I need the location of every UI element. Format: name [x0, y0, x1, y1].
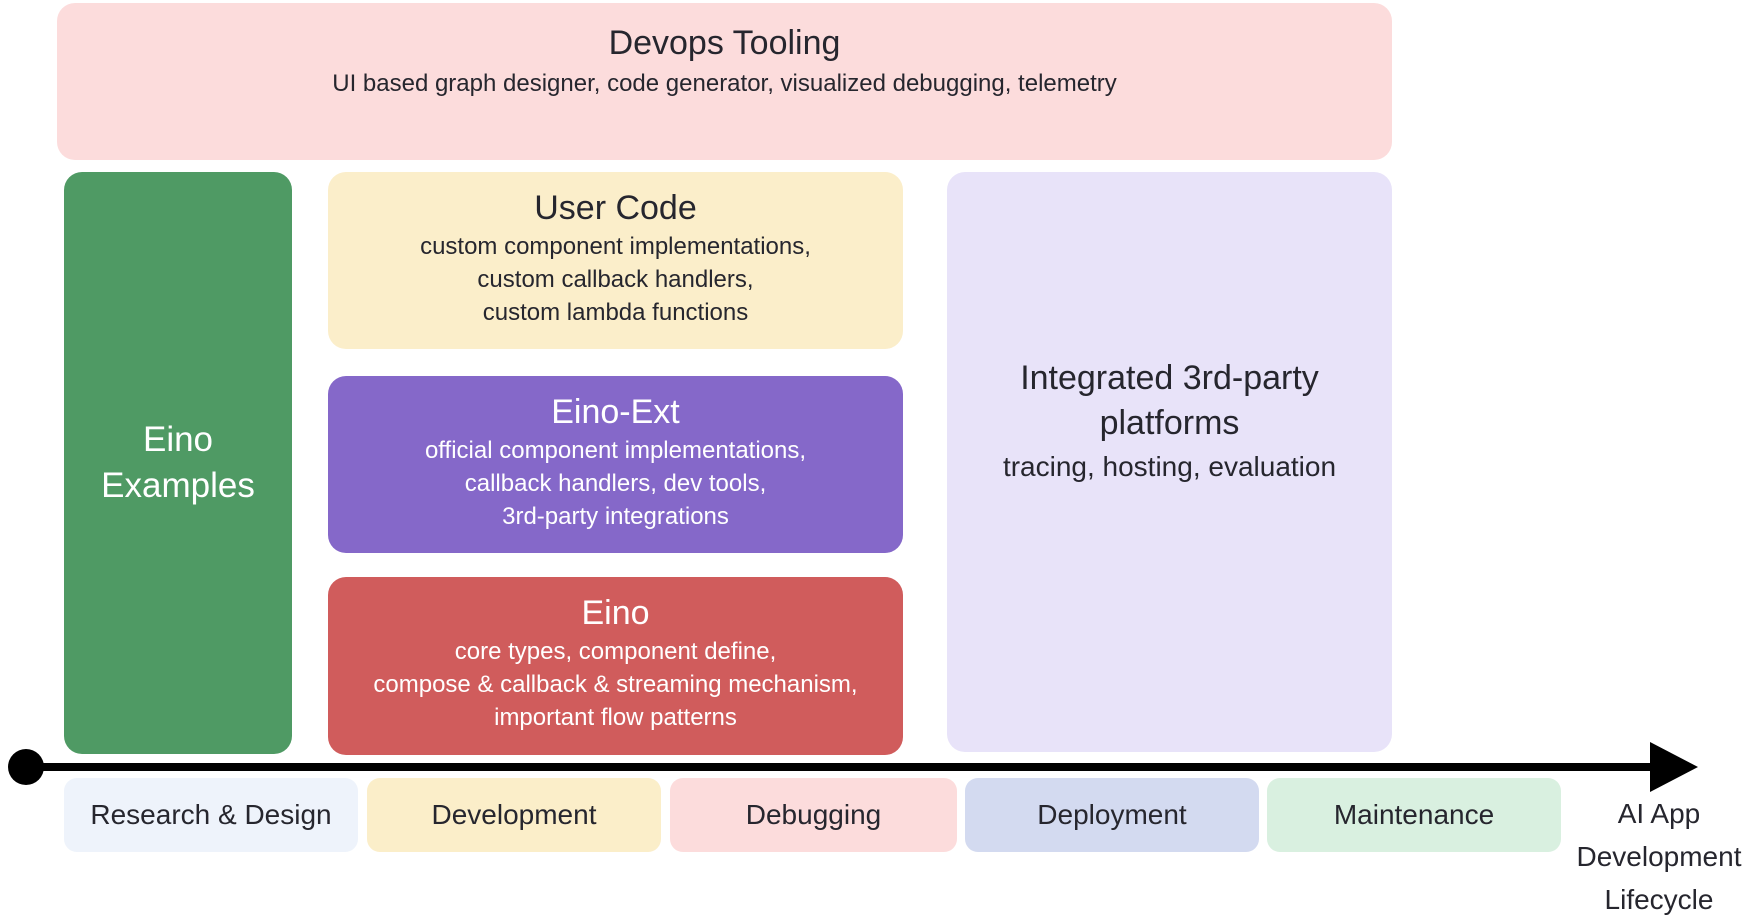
stage-development: Development — [367, 778, 661, 852]
third-party-title-line-1: Integrated 3rd-party — [1020, 359, 1319, 397]
devops-tooling-box: Devops Tooling UI based graph designer, … — [57, 3, 1392, 160]
eino-core-box: Eino core types, component define, compo… — [328, 577, 903, 755]
eino-core-line-2: compose & callback & streaming mechanism… — [373, 671, 858, 698]
lifecycle-axis-arrowhead-icon — [1650, 742, 1698, 792]
eino-ext-title: Eino-Ext — [551, 393, 680, 431]
eino-core-line-3: important flow patterns — [494, 704, 737, 731]
stage-maintenance-label: Maintenance — [1333, 799, 1495, 830]
stage-deployment-label: Deployment — [1037, 799, 1187, 830]
user-code-title: User Code — [534, 189, 697, 227]
lifecycle-axis-line — [25, 763, 1652, 771]
eino-ext-line-3: 3rd-party integrations — [502, 503, 729, 530]
lifecycle-axis-caption: AI App Development Lifecycle — [1553, 792, 1760, 920]
user-code-line-3: custom lambda functions — [482, 299, 749, 326]
user-code-box: User Code custom component implementatio… — [328, 172, 903, 349]
third-party-subtitle: tracing, hosting, evaluation — [1002, 451, 1337, 482]
axis-caption-line-2: Development — [1576, 841, 1742, 872]
eino-ext-line-1: official component implementations, — [424, 437, 807, 464]
eino-ext-box: Eino-Ext official component implementati… — [328, 376, 903, 553]
stage-debugging: Debugging — [670, 778, 957, 852]
user-code-line-2: custom callback handlers, — [477, 266, 754, 293]
stage-research-design-label: Research & Design — [90, 799, 332, 830]
eino-core-line-1: core types, component define, — [454, 638, 777, 665]
third-party-platforms-box: Integrated 3rd-party platforms tracing, … — [947, 172, 1392, 752]
lifecycle-axis-start-dot-icon — [8, 749, 44, 785]
stage-maintenance: Maintenance — [1267, 778, 1561, 852]
eino-examples-line-1: Eino — [142, 420, 214, 459]
eino-examples-line-2: Examples — [101, 466, 255, 505]
eino-ext-line-2: callback handlers, dev tools, — [464, 470, 767, 497]
stage-deployment: Deployment — [965, 778, 1259, 852]
user-code-line-1: custom component implementations, — [420, 233, 811, 260]
stage-development-label: Development — [431, 799, 597, 830]
axis-caption-line-1: AI App — [1617, 798, 1701, 829]
axis-caption-line-3: Lifecycle — [1604, 884, 1714, 915]
stage-research-design: Research & Design — [64, 778, 358, 852]
eino-examples-box: Eino Examples — [64, 172, 292, 754]
devops-tooling-subtitle: UI based graph designer, code generator,… — [332, 70, 1117, 97]
devops-tooling-title: Devops Tooling — [608, 24, 841, 62]
eino-core-title: Eino — [581, 594, 650, 632]
stage-debugging-label: Debugging — [745, 799, 882, 830]
third-party-title-line-2: platforms — [1099, 404, 1240, 442]
